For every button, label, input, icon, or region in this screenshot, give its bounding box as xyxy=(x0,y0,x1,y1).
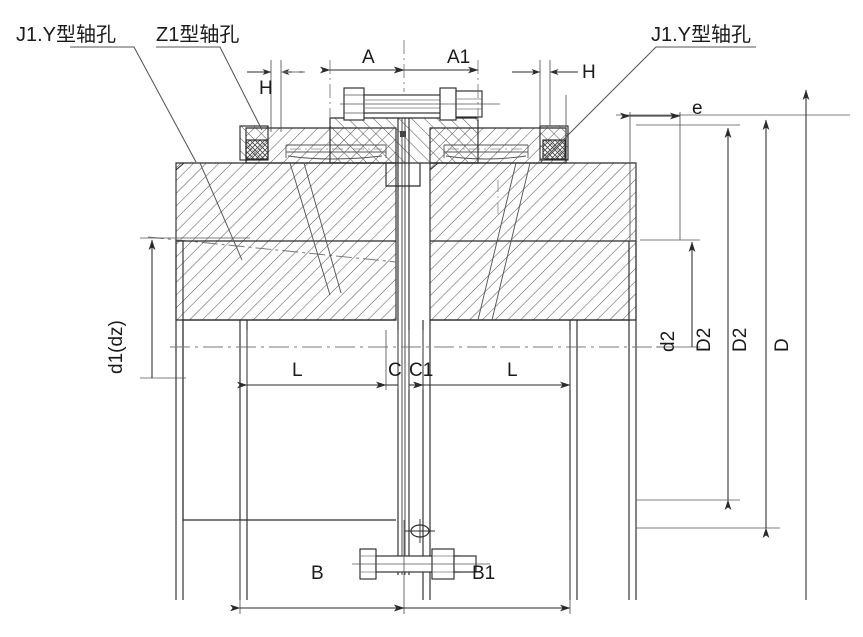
dimension-label-d1-dz: d1(dz) xyxy=(106,320,127,374)
top-bolt-assembly xyxy=(340,87,500,121)
dimension-label-c1: C1 xyxy=(409,360,434,381)
vertical-dimension-lines xyxy=(148,89,810,600)
dimension-label-D: D xyxy=(772,338,793,352)
right-hub-section xyxy=(422,125,637,600)
callout-j1y-right: J1.Y型轴孔 xyxy=(651,24,752,46)
horizontal-dimension-lines xyxy=(230,66,681,612)
dimension-label-h-right: H xyxy=(582,62,596,83)
dimension-label-h-left: H xyxy=(259,78,273,99)
dimension-label-a1: A1 xyxy=(447,47,471,68)
left-hub-section xyxy=(147,125,397,600)
dimension-label-b1: B1 xyxy=(472,563,496,584)
callout-leader-lines xyxy=(70,46,756,164)
dimension-label-a: A xyxy=(362,47,375,68)
callout-z1-left: Z1型轴孔 xyxy=(156,24,240,46)
centre-spacer-plate xyxy=(329,117,479,575)
bottom-bolt-assembly xyxy=(352,519,490,580)
callout-j1y-left: J1.Y型轴孔 xyxy=(16,24,117,46)
dimension-label-c: C xyxy=(388,360,402,381)
dimension-label-D2-outer: D2 xyxy=(730,327,751,352)
dimension-label-e: e xyxy=(692,98,703,119)
dimension-label-D2-inner: D2 xyxy=(694,327,715,352)
dimension-label-l-right: L xyxy=(507,360,518,381)
dimension-label-b: B xyxy=(311,563,324,584)
dimension-label-d2-small: d2 xyxy=(658,330,679,352)
dimension-label-l-left: L xyxy=(292,360,303,381)
